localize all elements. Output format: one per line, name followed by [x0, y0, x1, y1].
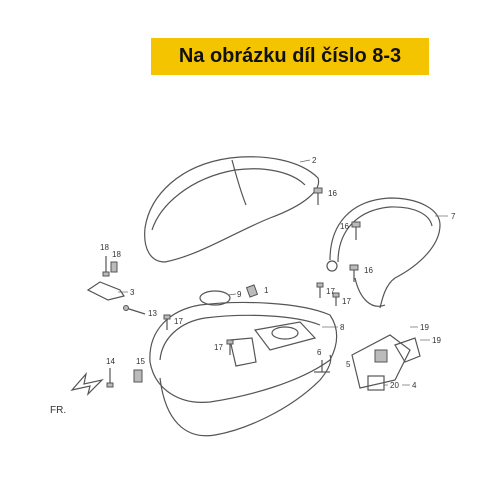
cover-9-part — [199, 290, 231, 306]
callout-17-right: 17 — [342, 297, 351, 306]
callout-8: 8 — [340, 323, 345, 332]
callout-16-middle: 16 — [340, 222, 349, 231]
callout-13: 13 — [148, 309, 157, 318]
callout-2: 2 — [312, 156, 317, 165]
callout-16-top: 16 — [328, 189, 337, 198]
callout-17-top-right: 17 — [326, 287, 335, 296]
bolt-16-middle — [351, 221, 361, 240]
screw-17-left — [163, 314, 171, 330]
callout-7: 7 — [451, 212, 456, 221]
bracket-3-part — [86, 281, 125, 301]
storage-box-part — [149, 301, 338, 437]
callout-19-top: 19 — [420, 323, 429, 332]
rear-carrier-part — [326, 197, 441, 309]
screw-18-left — [102, 256, 110, 277]
latch-1-part — [245, 284, 259, 298]
forward-arrow-icon — [70, 371, 104, 396]
direction-label: FR. — [50, 405, 66, 416]
callout-6: 6 — [317, 348, 322, 357]
callout-17-center: 17 — [214, 343, 223, 352]
callout-14: 14 — [106, 357, 115, 366]
leader-9 — [227, 293, 237, 296]
screw-17-top-right — [316, 282, 324, 298]
clip-15-part — [133, 369, 143, 383]
bolt-6-part — [314, 360, 330, 373]
callout-20: 20 — [390, 381, 399, 390]
callout-19-bottom: 19 — [432, 336, 441, 345]
screw-14-part — [106, 368, 114, 388]
callout-18-right: 18 — [112, 250, 121, 259]
callout-4: 4 — [412, 381, 417, 390]
seat-part — [144, 156, 320, 263]
bolt-13-part — [123, 305, 146, 315]
banner-text: Na obrázku díl číslo 8-3 — [178, 45, 402, 67]
callout-9: 9 — [237, 290, 242, 299]
screw-17-center — [226, 339, 234, 355]
lock-assembly-part — [351, 334, 421, 391]
callout-17-left: 17 — [174, 317, 183, 326]
callout-3: 3 — [130, 288, 135, 297]
callout-16-lower: 16 — [364, 266, 373, 275]
callout-5: 5 — [346, 360, 351, 369]
leader-2 — [299, 159, 311, 163]
bolt-16-lower — [349, 264, 359, 282]
callout-18-left: 18 — [100, 243, 109, 252]
callout-1: 1 — [264, 286, 269, 295]
part-number-banner: Na obrázku díl číslo 8-3 — [151, 38, 429, 75]
screw-18-right — [110, 261, 118, 273]
screw-17-right — [332, 292, 340, 306]
callout-15: 15 — [136, 357, 145, 366]
bolt-16-top — [313, 187, 323, 205]
